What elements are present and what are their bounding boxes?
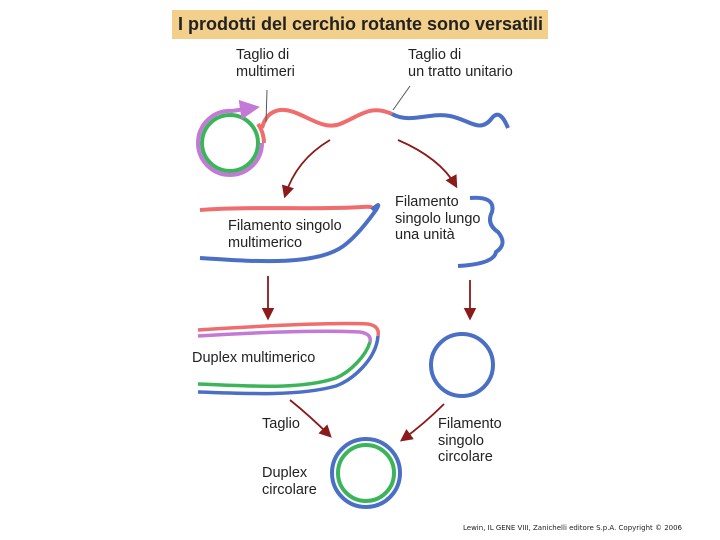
displaced-blue-strand bbox=[392, 114, 508, 128]
label-duplex-multimeric: Duplex multimerico bbox=[192, 350, 315, 367]
label-cut: Taglio bbox=[262, 416, 300, 433]
arrow-to-multimeric bbox=[285, 140, 330, 196]
rolling-strand bbox=[198, 108, 262, 175]
single-circular-strand bbox=[431, 334, 493, 396]
arrow-to-unit bbox=[398, 140, 456, 186]
nick-pointer-unit bbox=[393, 86, 410, 110]
template-circle-strand bbox=[202, 115, 258, 171]
multimeric-red-strand bbox=[200, 207, 373, 210]
duplex-circle-blue bbox=[332, 439, 400, 507]
rolling-circle bbox=[198, 108, 264, 175]
duplex-circle-green bbox=[338, 445, 394, 501]
copyright-note: Lewin, IL GENE VIII, Zanichelli editore … bbox=[463, 524, 682, 532]
duplex-purple-strand bbox=[198, 331, 370, 342]
displaced-red-strand bbox=[262, 110, 392, 128]
